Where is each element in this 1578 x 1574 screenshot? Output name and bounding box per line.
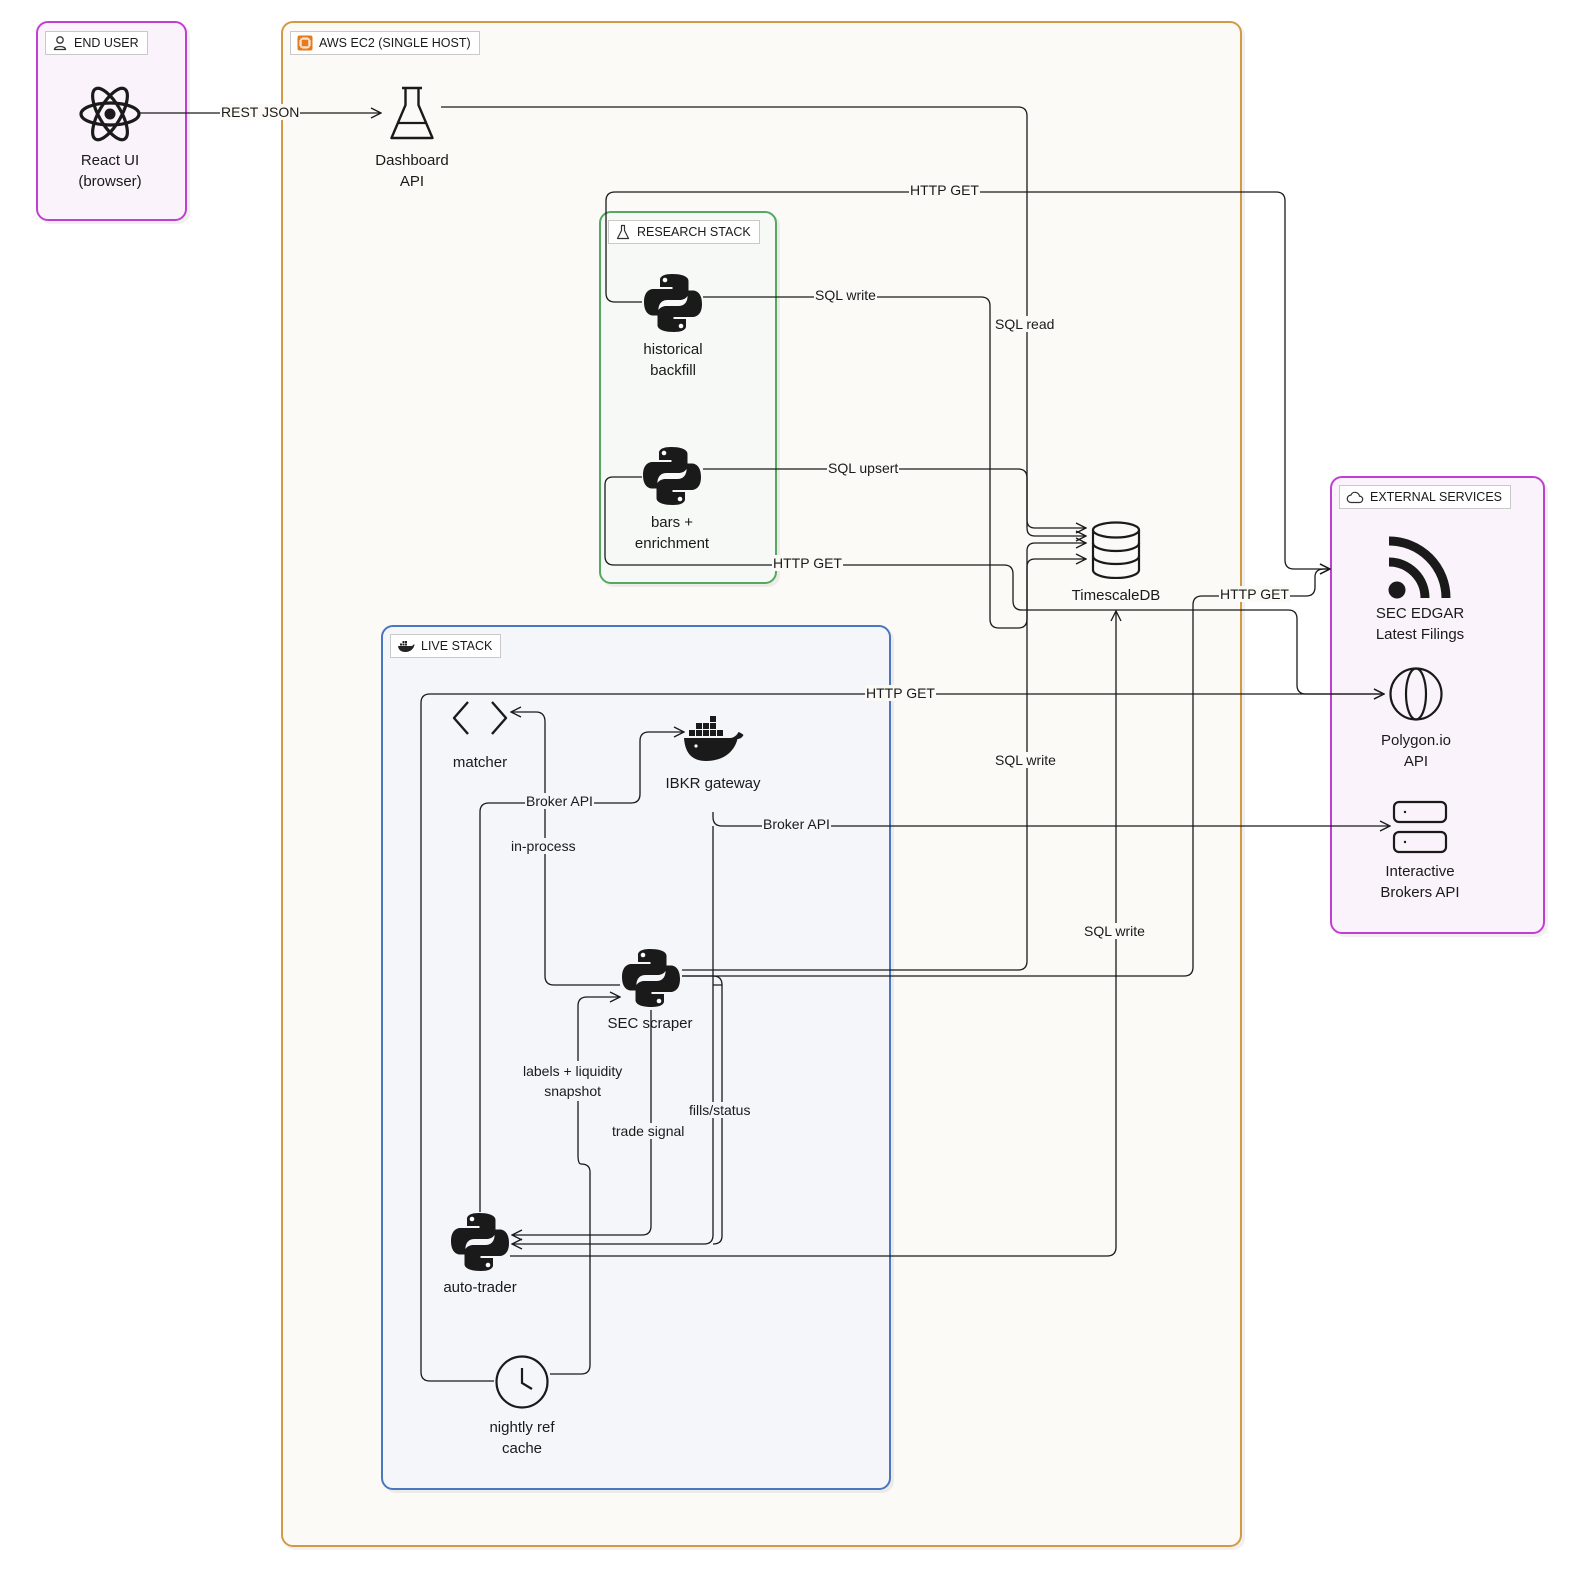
edge-label-broker-api-gateway: Broker API <box>762 816 831 832</box>
edge-http-get-bars <box>604 476 1384 694</box>
research-stack-tag: RESEARCH STACK <box>608 220 760 244</box>
research-stack-label: RESEARCH STACK <box>637 225 751 239</box>
edge-label-sql-read: SQL read <box>994 316 1056 332</box>
edge-label-http-get-bars: HTTP GET <box>772 555 843 571</box>
edge-label-sql-upsert: SQL upsert <box>827 460 900 476</box>
edge-fills-status-branch <box>712 984 723 1245</box>
aws-ec2-label: AWS EC2 (SINGLE HOST) <box>319 36 471 50</box>
python-icon <box>643 447 701 505</box>
nightly-ref-cache-label: nightly ref cache <box>489 1419 555 1457</box>
edge-broker-api-gateway <box>712 812 1390 826</box>
ib-api-label: Interactive Brokers API <box>1380 863 1460 901</box>
end-user-tag: END USER <box>45 31 148 55</box>
edge-label-in-process: in-process <box>510 838 577 854</box>
research-stack-group <box>599 211 777 584</box>
live-stack-group <box>381 625 891 1490</box>
live-stack-tag: LIVE STACK <box>390 634 502 658</box>
edge-fills-status <box>512 826 714 1244</box>
docker-icon <box>398 641 415 652</box>
external-services-label: EXTERNAL SERVICES <box>1370 490 1502 504</box>
historical-backfill-label: historical backfill <box>643 341 703 379</box>
timescaledb-label: TimescaleDB <box>1071 587 1161 604</box>
server-icon <box>1392 800 1448 854</box>
docker-icon <box>684 716 744 761</box>
flask-icon <box>390 86 434 140</box>
sec-scraper-label: SEC scraper <box>607 1015 693 1032</box>
edge-label-trade-signal: trade signal <box>611 1123 686 1139</box>
database-icon <box>1091 521 1141 579</box>
cloud-icon <box>1346 491 1364 504</box>
edge-label-rest-json: REST JSON <box>220 104 301 120</box>
edge-label-http-get-scraper: HTTP GET <box>1219 586 1290 602</box>
react-ui-label: React UI (browser) <box>78 152 142 190</box>
edge-http-get-scraper <box>682 569 1330 977</box>
external-services-group <box>1330 476 1545 934</box>
matcher-label: matcher <box>452 754 508 771</box>
edge-label-fills-status: fills/status <box>688 1102 752 1118</box>
polygon-api-label: Polygon.io API <box>1380 732 1452 770</box>
dashboard-api-label: Dashboard API <box>375 152 449 190</box>
rss-feed-icon <box>1388 536 1451 599</box>
edge-trade-signal <box>512 1010 652 1235</box>
edge-scraper-feedback <box>682 975 723 986</box>
python-icon <box>644 274 702 332</box>
live-stack-label: LIVE STACK <box>421 639 493 653</box>
edge-sql-read <box>441 106 1086 536</box>
edge-sql-upsert <box>703 468 1086 528</box>
react-atom-icon <box>79 86 141 142</box>
edge-label-sql-write-backfill: SQL write <box>814 287 877 303</box>
bars-enrichment-label: bars + enrichment <box>634 514 710 552</box>
edge-labels-liquidity <box>550 997 620 1375</box>
ibkr-gateway-label: IBKR gateway <box>665 775 761 792</box>
globe-icon <box>1389 667 1443 721</box>
ec2-instance-icon <box>297 35 313 51</box>
python-icon <box>451 1213 509 1271</box>
edge-label-labels-liquidity: labels + liquidity snapshot <box>522 1061 624 1101</box>
aws-ec2-tag: AWS EC2 (SINGLE HOST) <box>290 31 480 55</box>
code-icon <box>452 701 508 735</box>
edge-label-broker-api-trader: Broker API <box>525 793 594 809</box>
edge-label-sql-write-scraper: SQL write <box>994 752 1057 768</box>
edge-label-sql-write-trader: SQL write <box>1083 923 1146 939</box>
external-services-tag: EXTERNAL SERVICES <box>1339 485 1511 509</box>
flask-icon <box>616 224 630 240</box>
python-icon <box>622 949 680 1007</box>
auto-trader-label: auto-trader <box>443 1279 517 1296</box>
sec-edgar-label: SEC EDGAR Latest Filings <box>1375 605 1465 643</box>
edge-sql-write-trader <box>510 611 1116 1257</box>
edge-label-http-get-backfill: HTTP GET <box>909 182 980 198</box>
user-icon <box>53 36 67 51</box>
edge-label-http-get-matcher: HTTP GET <box>865 685 936 701</box>
end-user-label: END USER <box>74 36 139 50</box>
clock-icon <box>495 1355 549 1409</box>
edge-broker-api-trader <box>479 732 684 1212</box>
edge-sql-write-backfill <box>703 296 1086 629</box>
edge-http-get-matcher <box>420 694 1384 1382</box>
